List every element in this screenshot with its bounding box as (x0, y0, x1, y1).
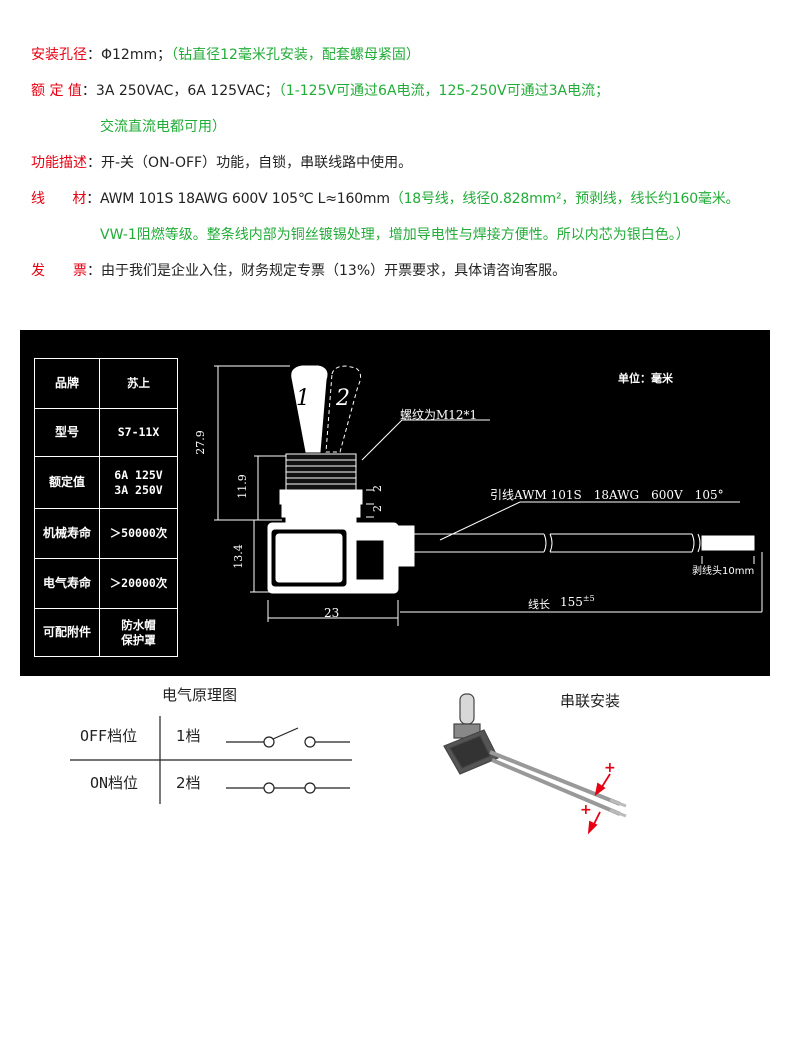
thread-label: 螺纹为M12*1 (400, 408, 478, 422)
dim-nut2: 2 (371, 505, 384, 512)
spec-wire-note-cont: VW-1阻燃等级。整条线内部为铜丝镀锡处理，增加导电性与焊接方便性。所以内芯为银… (100, 227, 690, 243)
length-value: 155±5 (560, 594, 595, 609)
spec-note: （18号线，线径0.828mm²，预剥线，线长约160毫米。 (389, 191, 740, 207)
table-value: 防水帽保护罩 (99, 608, 178, 657)
dim-body-height: 13.4 (231, 544, 245, 569)
table-row: 品牌 苏上 (34, 358, 178, 409)
plus-marker-2: + (580, 802, 592, 818)
spec-label: 发 票 (31, 263, 87, 279)
table-value-line: 6A 125V (114, 467, 163, 482)
schematic-gear-1: 1档 (176, 727, 201, 745)
plus-marker-1: + (604, 760, 616, 776)
spec-invoice: 发 票：由于我们是企业入住，财务规定专票（13%）开票要求，具体请咨询客服。 (31, 261, 781, 281)
spec-text: ：由于我们是企业入住，财务规定专票（13%）开票要求，具体请咨询客服。 (87, 263, 567, 279)
lever-2-label: 2 (336, 386, 350, 411)
spec-function: 功能描述：开-关（ON-OFF）功能，自锁，串联线路中使用。 (31, 153, 781, 173)
spec-label: 安装孔径 (31, 47, 87, 63)
table-value-line: 3A 250V (114, 482, 163, 497)
spec-install: 安装孔径：Φ12mm；（钻直径12毫米孔安装，配套螺母紧固） (31, 45, 781, 65)
dim-thread-height: 11.9 (235, 474, 249, 499)
table-value-line: 保护罩 (121, 632, 156, 647)
length-label: 线长 (528, 598, 550, 611)
spec-text: ：Φ12mm； (87, 47, 172, 63)
spec-note: （1-125V可通过6A电流，125-250V可通过3A电流； (278, 83, 610, 99)
schematic-title: 电气原理图 (162, 686, 238, 704)
switch-drawing (214, 365, 763, 626)
table-key: 机械寿命 (34, 508, 100, 559)
spec-label: 额 定 值 (31, 83, 82, 99)
table-value: ＞50000次 (99, 508, 178, 559)
dim-nut1: 2 (371, 485, 384, 492)
spec-label: 线 材 (31, 191, 87, 207)
table-key: 可配附件 (34, 608, 100, 657)
spec-wire: 线 材：AWM 101S 18AWG 600V 105℃ L≈160mm（18号… (31, 189, 781, 209)
spec-rating: 额 定 值：3A 250VAC，6A 125VAC；（1-125V可通过6A电流… (31, 81, 781, 101)
schematic-diagram (70, 716, 352, 804)
table-value: 苏上 (99, 358, 178, 409)
table-row: 可配附件 防水帽保护罩 (34, 608, 178, 657)
spec-label: 功能描述 (31, 155, 87, 171)
series-illustration (443, 693, 627, 835)
unit-label: 单位：毫米 (618, 372, 673, 385)
spec-note: （钻直径12毫米孔安装，配套螺母紧固） (171, 47, 420, 63)
table-row: 机械寿命 ＞50000次 (34, 508, 178, 559)
spec-text: ：AWM 101S 18AWG 600V 105℃ L≈160mm (86, 191, 390, 207)
table-value: ＞20000次 (99, 558, 178, 609)
table-key: 品牌 (34, 358, 100, 409)
dim-body-width: 23 (324, 606, 340, 620)
spec-text: ：3A 250VAC，6A 125VAC； (81, 83, 279, 99)
spec-rating-note-cont: 交流直流电都可用） (100, 119, 226, 135)
schematic-gear-2: 2档 (176, 774, 201, 792)
schematic-pos-on: ON档位 (90, 774, 139, 792)
dim-total-height: 27.9 (193, 430, 207, 455)
strip-label: 剥线头10mm (692, 566, 755, 577)
table-value: S7-11X (99, 408, 178, 457)
table-value-line: 防水帽 (121, 617, 156, 632)
lever-1-label: 1 (296, 386, 310, 411)
length-number: 155 (560, 595, 583, 609)
lead-label: 引线AWM 101S 18AWG 600V 105° (490, 488, 724, 502)
spec-text: ：开-关（ON-OFF）功能，自锁，串联线路中使用。 (87, 155, 413, 171)
schematic-pos-off: OFF档位 (80, 727, 138, 745)
table-row: 型号 S7-11X (34, 408, 178, 457)
series-title: 串联安装 (560, 692, 621, 710)
length-tolerance: ±5 (582, 594, 595, 603)
